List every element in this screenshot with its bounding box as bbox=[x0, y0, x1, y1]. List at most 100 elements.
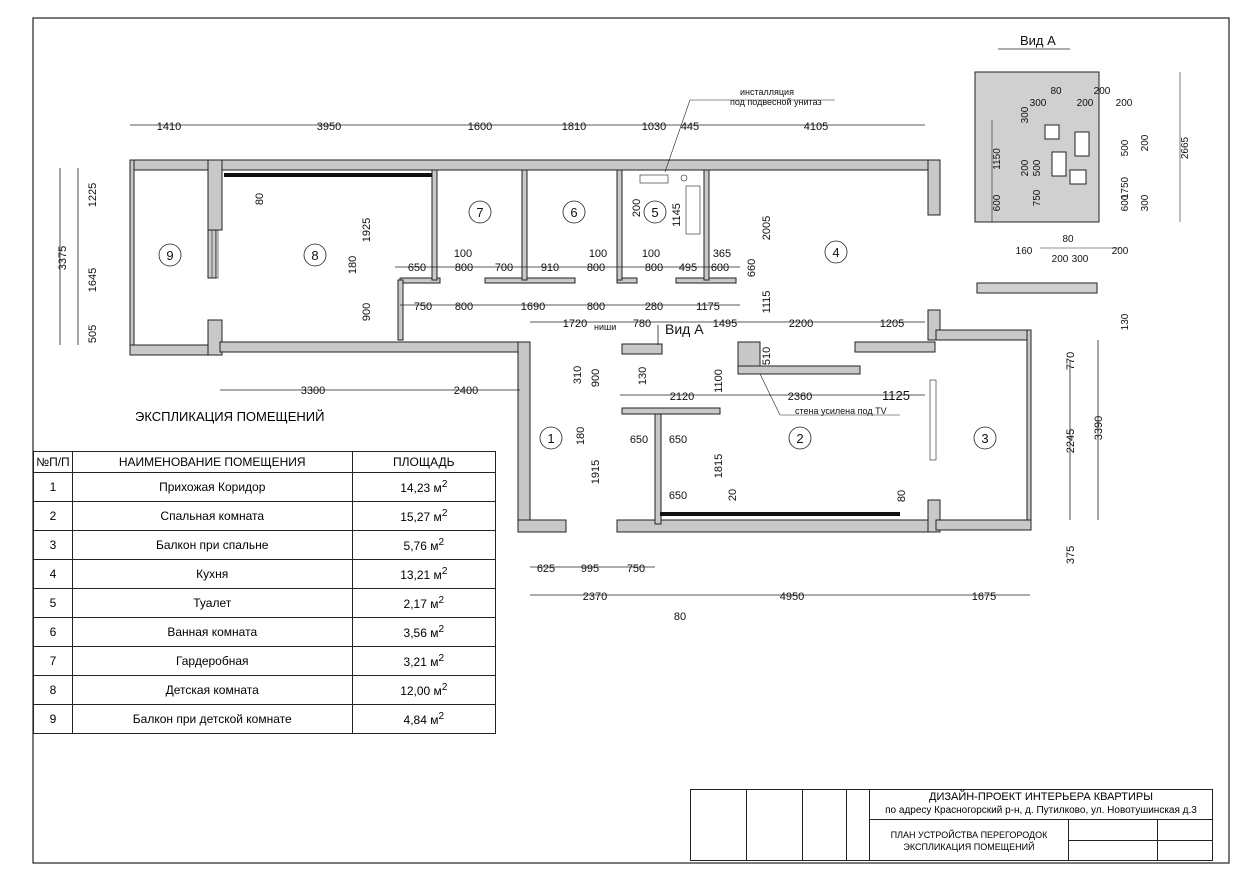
svg-text:130: 130 bbox=[1120, 313, 1131, 330]
svg-text:2120: 2120 bbox=[670, 391, 694, 403]
row-area: 2,17 м2 bbox=[351, 588, 497, 618]
explication-title: ЭКСПЛИКАЦИЯ ПОМЕЩЕНИЙ bbox=[135, 409, 325, 424]
svg-text:750: 750 bbox=[414, 301, 432, 313]
svg-text:445: 445 bbox=[681, 121, 699, 133]
row-name: Кухня bbox=[71, 559, 353, 589]
room-number: 4 bbox=[832, 245, 839, 260]
svg-text:375: 375 bbox=[1065, 546, 1077, 564]
header-number: №П/П bbox=[33, 451, 73, 473]
svg-text:1030: 1030 bbox=[642, 121, 666, 133]
svg-text:200: 200 bbox=[1020, 159, 1031, 176]
svg-text:1915: 1915 bbox=[590, 460, 602, 484]
svg-text:80: 80 bbox=[896, 490, 908, 502]
room-numbers: 9 8 7 6 5 4 1 2 3 bbox=[166, 205, 988, 446]
svg-text:100: 100 bbox=[642, 248, 660, 260]
svg-text:1125: 1125 bbox=[882, 388, 910, 403]
row-number: 4 bbox=[33, 559, 73, 589]
tv-wall-note: стена усилена под TV bbox=[795, 406, 887, 416]
sheet-name-1: ПЛАН УСТРОЙСТВА ПЕРЕГОРОДОК bbox=[890, 830, 1048, 840]
installation-note: инсталляция bbox=[740, 87, 794, 97]
svg-text:900: 900 bbox=[361, 303, 373, 321]
walls bbox=[129, 159, 1032, 533]
svg-text:3300: 3300 bbox=[301, 385, 325, 397]
svg-text:1495: 1495 bbox=[713, 318, 737, 330]
svg-text:310: 310 bbox=[572, 366, 584, 384]
inner-dimensions: 80 1925 180 900 100 650 800 700 910 800 … bbox=[254, 193, 1105, 564]
svg-text:4105: 4105 bbox=[804, 121, 828, 133]
svg-text:2370: 2370 bbox=[583, 591, 607, 603]
table-header-row: №П/П НАИМЕНОВАНИЕ ПОМЕЩЕНИЯ ПЛОЩАДЬ bbox=[33, 451, 497, 473]
room-number: 9 bbox=[166, 248, 173, 263]
svg-text:130: 130 bbox=[637, 367, 649, 385]
svg-text:180: 180 bbox=[575, 427, 587, 445]
svg-text:3950: 3950 bbox=[317, 121, 341, 133]
row-name: Туалет bbox=[71, 588, 353, 618]
view-a-title: Вид А bbox=[1020, 33, 1056, 48]
sheet-name-2: ЭКСПЛИКАЦИЯ ПОМЕЩЕНИЙ bbox=[903, 842, 1035, 852]
svg-text:600: 600 bbox=[992, 194, 1003, 211]
svg-text:1115: 1115 bbox=[761, 291, 773, 314]
header-name: НАИМЕНОВАНИЕ ПОМЕЩЕНИЯ bbox=[71, 451, 353, 473]
svg-text:650: 650 bbox=[669, 434, 687, 446]
svg-text:2200: 2200 bbox=[789, 318, 813, 330]
room-number: 7 bbox=[476, 205, 483, 220]
row-number: 8 bbox=[33, 675, 73, 705]
svg-text:1925: 1925 bbox=[361, 218, 373, 242]
room-number: 1 bbox=[547, 431, 554, 446]
svg-text:600: 600 bbox=[1120, 194, 1131, 211]
svg-text:1645: 1645 bbox=[87, 268, 99, 292]
view-a-marker: Вид А bbox=[665, 321, 704, 337]
row-area: 14,23 м2 bbox=[351, 472, 497, 502]
svg-text:20: 20 bbox=[727, 489, 739, 501]
sheet-frame bbox=[32, 17, 1230, 864]
svg-text:200: 200 bbox=[631, 199, 643, 217]
dimension-lines bbox=[59, 124, 1099, 596]
svg-text:2360: 2360 bbox=[788, 391, 812, 403]
row-number: 9 bbox=[33, 704, 73, 734]
svg-text:200: 200 bbox=[1052, 254, 1069, 265]
svg-text:495: 495 bbox=[679, 262, 697, 274]
room-number: 8 bbox=[311, 248, 318, 263]
svg-text:3375: 3375 bbox=[57, 246, 69, 270]
svg-text:800: 800 bbox=[645, 262, 663, 274]
svg-text:800: 800 bbox=[587, 262, 605, 274]
svg-text:4950: 4950 bbox=[780, 591, 804, 603]
svg-text:1720: 1720 bbox=[563, 318, 587, 330]
title-block: ДИЗАЙН-ПРОЕКТ ИНТЕРЬЕРА КВАРТИРЫ по адре… bbox=[690, 789, 1213, 861]
project-address: по адресу Красногорский р-н, д. Путилков… bbox=[885, 805, 1197, 816]
svg-text:280: 280 bbox=[645, 301, 663, 313]
svg-text:300: 300 bbox=[1072, 254, 1089, 265]
row-number: 1 bbox=[33, 472, 73, 502]
row-name: Гардеробная bbox=[71, 646, 353, 676]
left-dimensions: 3375 1225 1645 505 bbox=[57, 183, 99, 343]
row-number: 3 bbox=[33, 530, 73, 560]
svg-text:1690: 1690 bbox=[521, 301, 545, 313]
niches-note: ниши bbox=[594, 322, 616, 332]
svg-text:500: 500 bbox=[1120, 139, 1131, 156]
svg-text:660: 660 bbox=[746, 259, 758, 277]
svg-text:1750: 1750 bbox=[1120, 176, 1131, 199]
row-name: Балкон при спальне bbox=[71, 530, 353, 560]
svg-text:2005: 2005 bbox=[761, 216, 773, 240]
svg-text:80: 80 bbox=[1050, 86, 1062, 97]
row-number: 2 bbox=[33, 501, 73, 531]
row-area: 5,76 м2 bbox=[351, 530, 497, 560]
row-name: Детская комната bbox=[71, 675, 353, 705]
svg-text:180: 180 bbox=[347, 256, 359, 274]
svg-text:1145: 1145 bbox=[671, 203, 683, 227]
svg-text:300: 300 bbox=[1140, 194, 1151, 211]
svg-text:1100: 1100 bbox=[713, 369, 725, 393]
svg-text:750: 750 bbox=[627, 563, 645, 575]
svg-text:300: 300 bbox=[1020, 106, 1031, 123]
svg-text:2400: 2400 bbox=[454, 385, 478, 397]
installation-note-2: под подвесной унитаз bbox=[730, 97, 822, 107]
svg-text:200: 200 bbox=[1077, 98, 1094, 109]
svg-text:700: 700 bbox=[495, 262, 513, 274]
